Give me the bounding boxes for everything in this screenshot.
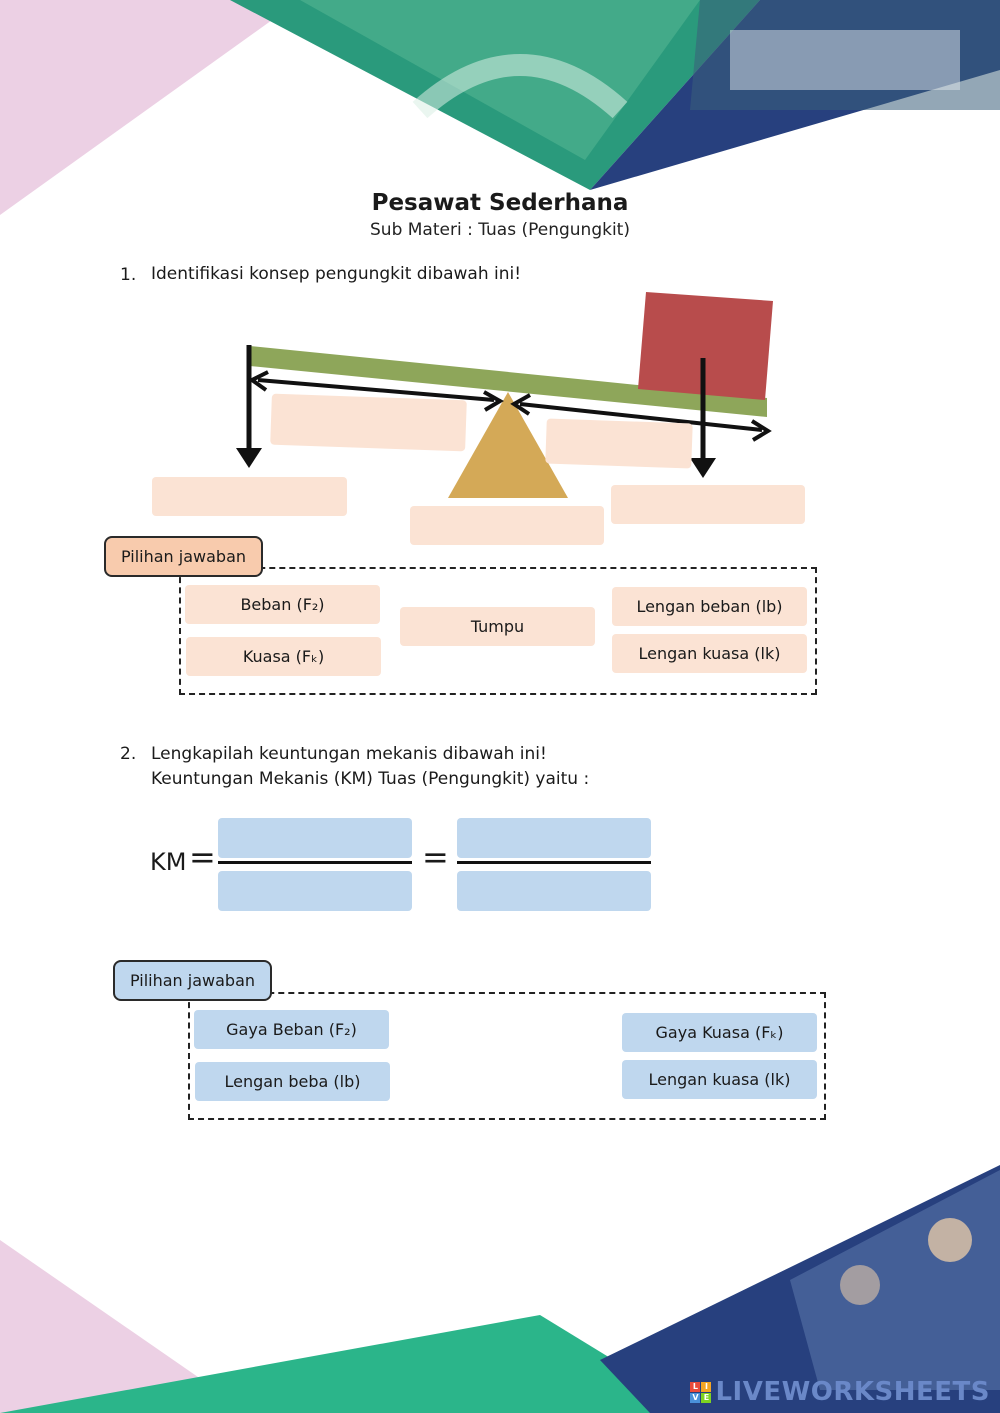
option-gaya-kuasa[interactable]: Gaya Kuasa (Fₖ): [622, 1013, 817, 1052]
denominator-slot-1[interactable]: [218, 871, 412, 911]
question-2-line-1: Lengkapilah keuntungan mekanis dibawah i…: [151, 744, 547, 764]
options-label-q2: Pilihan jawaban: [113, 960, 272, 1001]
liveworksheets-text: LIVEWORKSHEETS: [715, 1377, 990, 1407]
students-photo: [790, 1170, 1000, 1390]
km-label: KM: [150, 848, 187, 876]
liveworksheets-logo-icon: L I V E: [690, 1381, 712, 1403]
load-box: [638, 292, 773, 400]
answer-slot-fulcrum[interactable]: [410, 506, 604, 545]
option-beban[interactable]: Beban (F₂): [185, 585, 380, 624]
question-1-text: Identifikasi konsep pengungkit dibawah i…: [151, 264, 522, 284]
page-subtitle: Sub Materi : Tuas (Pengungkit): [370, 220, 630, 240]
lever-beam: [250, 346, 767, 417]
equals-sign-1: =: [189, 838, 216, 876]
pink-wedge-bottom: [0, 1240, 250, 1413]
pink-wedge-top: [0, 0, 300, 215]
load-arm-arrow: [519, 402, 763, 432]
liveworksheets-watermark: L I V E LIVEWORKSHEETS: [690, 1377, 990, 1407]
options-box-q2: [188, 992, 826, 1120]
option-gaya-beban[interactable]: Gaya Beban (F₂): [194, 1010, 389, 1049]
options-label-q1: Pilihan jawaban: [104, 536, 263, 577]
option-lengan-kuasa[interactable]: Lengan kuasa (lk): [612, 634, 807, 673]
page-title: Pesawat Sederhana: [371, 190, 629, 216]
fraction-bar-2: [457, 861, 651, 864]
options-box-q1: [179, 567, 817, 695]
numerator-slot-2[interactable]: [457, 818, 651, 858]
answer-slot-effort[interactable]: [152, 477, 347, 516]
option-lengan-beban[interactable]: Lengan beban (lb): [612, 587, 807, 626]
green-wedge-bottom: [0, 1315, 700, 1413]
fulcrum-triangle: [448, 392, 568, 498]
answer-slot-effort-arm[interactable]: [270, 393, 467, 452]
gate-arch: [412, 54, 628, 119]
lever-diagram: [236, 292, 773, 498]
fraction-bar-1: [218, 861, 412, 864]
option-kuasa[interactable]: Kuasa (Fₖ): [186, 637, 381, 676]
option-lengan-kuasa-2[interactable]: Lengan kuasa (lk): [622, 1060, 817, 1099]
denominator-slot-2[interactable]: [457, 871, 651, 911]
option-tumpu[interactable]: Tumpu: [400, 607, 595, 646]
answer-slot-load-arm[interactable]: [545, 418, 693, 469]
question-2-line-2: Keuntungan Mekanis (KM) Tuas (Pengungkit…: [151, 769, 590, 789]
option-lengan-beba[interactable]: Lengan beba (lb): [195, 1062, 390, 1101]
question-1-number: 1.: [120, 265, 137, 285]
equals-sign-2: =: [422, 838, 449, 876]
effort-arm-arrow: [257, 378, 495, 402]
question-2-number: 2.: [120, 744, 137, 764]
numerator-slot-1[interactable]: [218, 818, 412, 858]
answer-slot-load[interactable]: [611, 485, 805, 524]
